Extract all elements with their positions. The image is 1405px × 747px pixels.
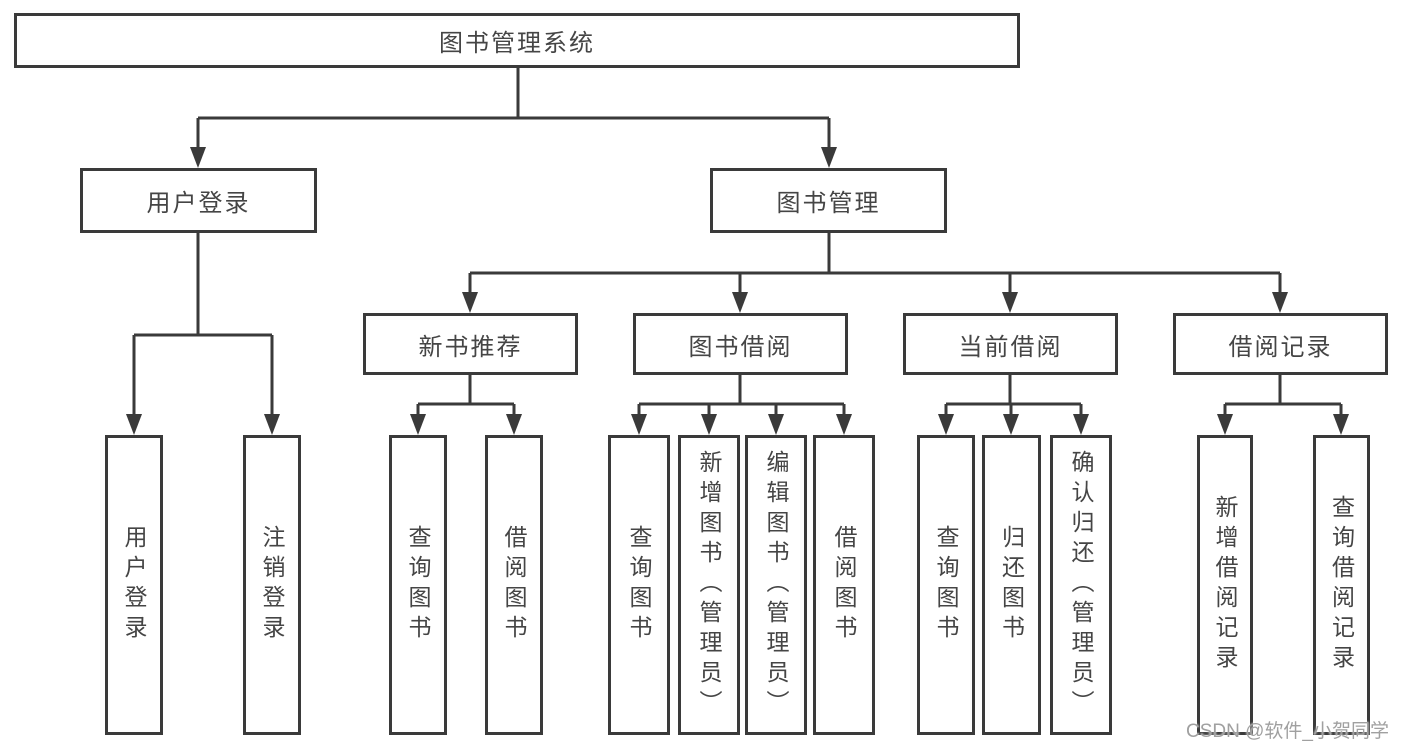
node-leaf-return-book-label: 归还图书 xyxy=(998,525,1025,645)
node-leaf-borrow-books: 借阅图书 xyxy=(813,435,875,735)
node-new-book-recommend: 新书推荐 xyxy=(363,313,578,375)
node-user-login: 用户登录 xyxy=(80,168,317,233)
node-leaf-confirm-return-admin: 确认归还（管理员） xyxy=(1050,435,1112,735)
node-borrow-records-label: 借阅记录 xyxy=(1228,333,1333,361)
node-leaf-borrow-books-recommend: 借阅图书 xyxy=(485,435,543,735)
node-leaf-user-login: 用户登录 xyxy=(105,435,163,735)
node-leaf-borrow-books-label: 借阅图书 xyxy=(831,525,857,645)
node-leaf-add-borrow-record: 新增借阅记录 xyxy=(1197,435,1253,735)
node-borrow-records: 借阅记录 xyxy=(1173,313,1388,375)
node-leaf-borrow-books-recommend-label: 借阅图书 xyxy=(501,525,527,645)
node-leaf-query-books-recommend-label: 查询图书 xyxy=(405,525,431,645)
node-leaf-query-books-recommend: 查询图书 xyxy=(389,435,447,735)
node-root-label: 图书管理系统 xyxy=(439,30,595,57)
node-leaf-add-borrow-record-label: 新增借阅记录 xyxy=(1212,495,1238,675)
node-leaf-add-book-admin-label: 新增图书（管理员） xyxy=(696,450,722,720)
node-root-system: 图书管理系统 xyxy=(14,13,1020,68)
node-book-management-label: 图书管理 xyxy=(776,190,881,217)
node-leaf-query-books-borrow-label: 查询图书 xyxy=(626,525,652,645)
node-leaf-logout-label: 注销登录 xyxy=(259,525,285,645)
node-leaf-add-book-admin: 新增图书（管理员） xyxy=(678,435,740,735)
node-leaf-edit-book-admin-label: 编辑图书（管理员） xyxy=(763,450,789,720)
arrowheads xyxy=(126,147,1349,435)
node-leaf-logout: 注销登录 xyxy=(243,435,301,735)
node-leaf-return-book: 归还图书 xyxy=(982,435,1041,735)
node-current-borrow-label: 当前借阅 xyxy=(958,333,1063,361)
node-user-login-label: 用户登录 xyxy=(146,190,251,217)
csdn-watermark: CSDN @软件_小贺同学 xyxy=(1186,721,1389,742)
node-book-borrow-label: 图书借阅 xyxy=(688,333,793,361)
node-current-borrow: 当前借阅 xyxy=(903,313,1118,375)
node-book-borrow: 图书借阅 xyxy=(633,313,848,375)
node-leaf-confirm-return-admin-label: 确认归还（管理员） xyxy=(1068,450,1094,720)
node-book-management: 图书管理 xyxy=(710,168,947,233)
node-leaf-query-books-current-label: 查询图书 xyxy=(933,525,959,645)
node-leaf-query-borrow-record: 查询借阅记录 xyxy=(1313,435,1370,735)
node-leaf-user-login-label: 用户登录 xyxy=(121,525,147,645)
node-leaf-query-books-borrow: 查询图书 xyxy=(608,435,670,735)
connector-lines xyxy=(132,68,1343,419)
node-leaf-query-borrow-record-label: 查询借阅记录 xyxy=(1328,495,1355,675)
node-new-book-recommend-label: 新书推荐 xyxy=(418,333,523,361)
node-leaf-edit-book-admin: 编辑图书（管理员） xyxy=(745,435,807,735)
node-leaf-query-books-current: 查询图书 xyxy=(917,435,975,735)
